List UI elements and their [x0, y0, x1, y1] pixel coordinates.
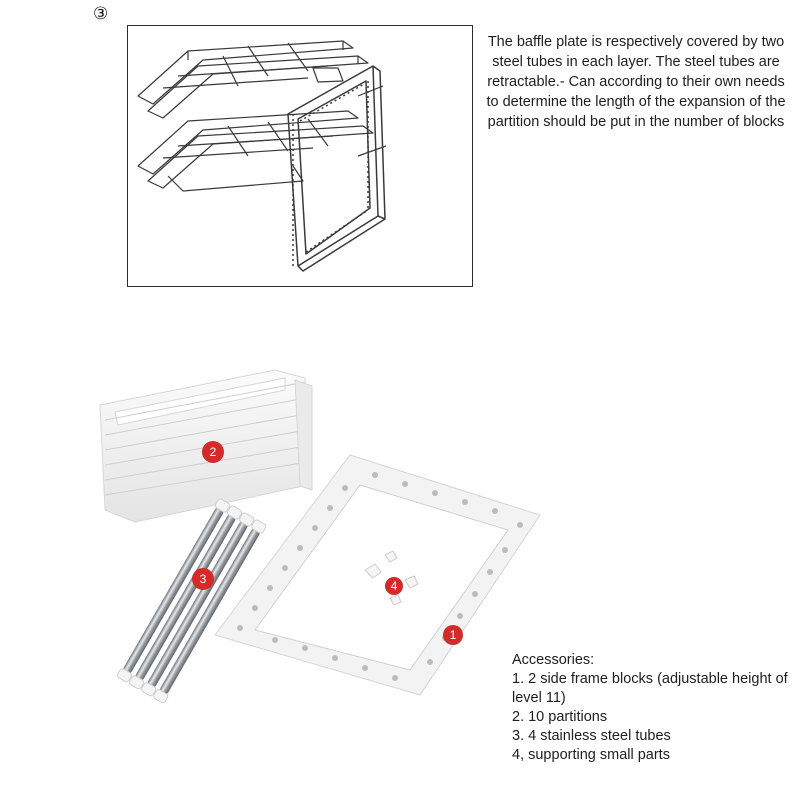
lower-shelf-slats	[137, 110, 374, 192]
badge-3-label: 3	[200, 572, 207, 586]
step-number: ③	[93, 4, 109, 23]
accessories-heading: Accessories:	[512, 652, 595, 668]
badge-2-label: 2	[210, 445, 217, 459]
accessories-photo: 1 2 3 4	[60, 350, 560, 710]
accessory-item-2: 2. 10 partitions	[512, 709, 608, 725]
upper-shelf-slats	[137, 40, 369, 119]
steel-tubes	[116, 498, 267, 704]
badge-4: 4	[385, 577, 403, 595]
small-parts	[364, 550, 419, 606]
badge-1: 1	[443, 625, 463, 645]
accessories-list: Accessories: 1. 2 side frame blocks (adj…	[512, 651, 797, 765]
badge-1-label: 1	[450, 628, 457, 642]
accessory-item-4: 4, supporting small parts	[512, 747, 670, 763]
shelf-line-drawing	[137, 40, 387, 272]
badge-4-label: 4	[391, 579, 398, 593]
assembly-diagram	[127, 25, 473, 287]
badge-2: 2	[202, 441, 224, 463]
accessory-item-1: 1. 2 side frame blocks (adjustable heigh…	[512, 671, 788, 706]
product-description: The baffle plate is respectively covered…	[486, 34, 786, 130]
accessory-item-3: 3. 4 stainless steel tubes	[512, 728, 671, 744]
badge-3: 3	[192, 568, 214, 590]
side-frame-drawing	[287, 65, 386, 272]
